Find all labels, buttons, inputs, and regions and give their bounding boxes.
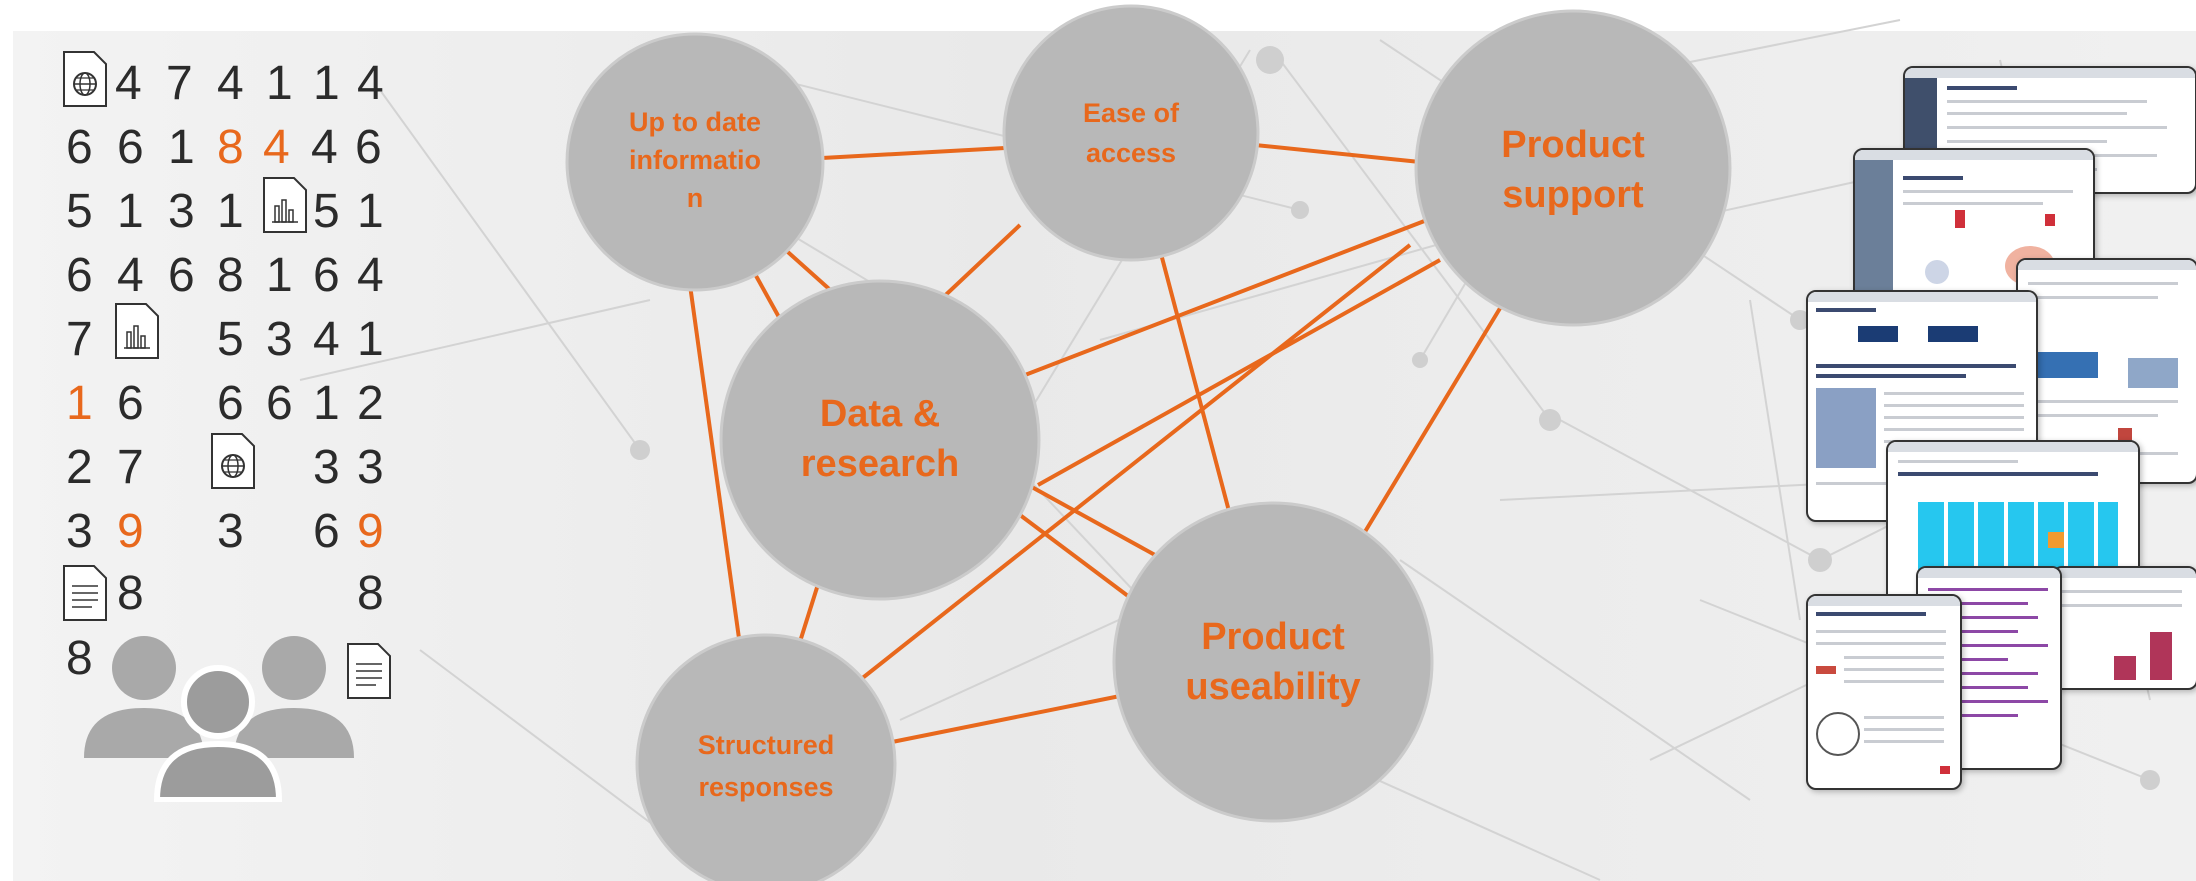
report-screenshot [2016,258,2196,484]
digit: 3 [66,505,93,558]
digit: 1 [313,377,340,430]
node-structured-responses [635,633,897,881]
digit: 6 [168,249,195,302]
digit-highlighted: 4 [263,121,290,174]
digit: 5 [313,185,340,238]
digit: 4 [313,313,340,366]
digit: 6 [66,249,93,302]
digit-highlighted: 1 [66,377,93,430]
digit: 4 [311,121,338,174]
digit: 4 [357,249,384,302]
digit: 6 [355,121,382,174]
digit: 3 [266,313,293,366]
digit: 6 [66,121,93,174]
digit-highlighted: 9 [117,505,144,558]
digit: 1 [266,57,293,110]
digit-highlighted: 9 [357,505,384,558]
digit: 6 [313,505,340,558]
digit: 1 [168,121,195,174]
digit: 6 [117,377,144,430]
digit: 1 [117,185,144,238]
digit: 4 [115,57,142,110]
text-document-icon [347,643,391,699]
digit: 8 [117,567,144,620]
node-data-research [719,279,1041,601]
digit: 8 [357,567,384,620]
digit: 3 [217,505,244,558]
digit: 8 [66,632,93,685]
node-product-useability [1112,501,1434,823]
digit: 1 [266,249,293,302]
digit: 7 [166,57,193,110]
report-screenshot [1806,594,1962,790]
digit: 1 [313,57,340,110]
people-group-icon [84,636,354,802]
digit: 8 [217,249,244,302]
digit: 4 [217,57,244,110]
digit: 6 [313,249,340,302]
label-data-research: Data & research [800,393,960,485]
digit: 6 [266,377,293,430]
label-product-support: Product support [1501,124,1645,216]
text-document-icon [63,565,107,621]
globe-document-icon [211,433,255,489]
digit-highlighted: 8 [217,121,244,174]
node-product-support [1414,9,1732,327]
digit: 2 [66,441,93,494]
digit: 2 [357,377,384,430]
bar-chart-document-icon [115,303,159,359]
digit: 3 [168,185,195,238]
digit: 7 [117,441,144,494]
digit: 5 [66,185,93,238]
digit: 4 [357,57,384,110]
label-up-to-date: Up to date informatio n [629,107,761,213]
digit: 1 [217,185,244,238]
nodes [565,4,1732,881]
digit: 1 [357,185,384,238]
label-ease-of-access: Ease of access [1082,98,1180,168]
orange-connections [688,143,1507,744]
bar-chart-document-icon [263,177,307,233]
digit: 4 [117,249,144,302]
digit: 6 [217,377,244,430]
digit: 3 [313,441,340,494]
digit: 5 [217,313,244,366]
digit: 7 [66,313,93,366]
node-ease-of-access [1002,4,1260,262]
digit: 1 [357,313,384,366]
report-screenshot [2052,566,2196,690]
node-up-to-date [565,32,825,292]
digit: 3 [357,441,384,494]
globe-document-icon [63,51,107,107]
digit: 6 [117,121,144,174]
label-product-useability: Product useability [1185,616,1361,708]
label-structured-responses: Structured responses [697,730,835,802]
